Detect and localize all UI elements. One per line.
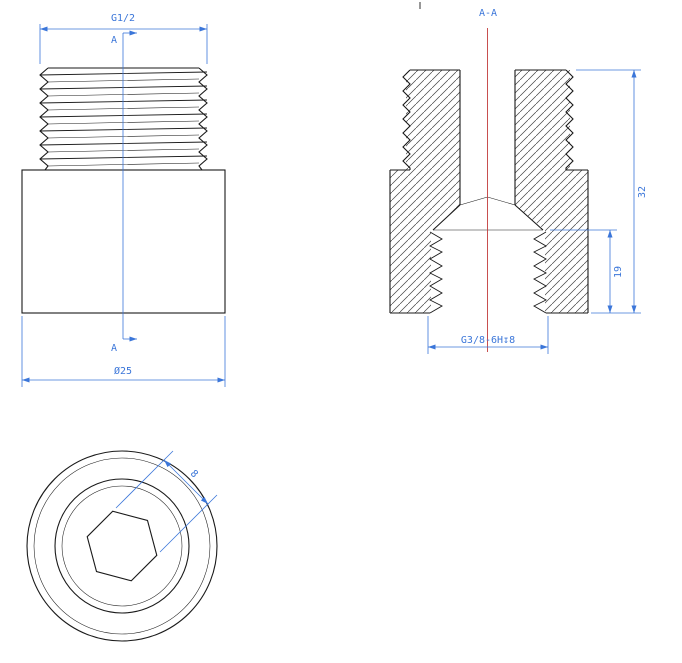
dim-diameter-25: Ø25 <box>21 316 226 387</box>
dim-body-height-19: 19 <box>550 229 624 313</box>
section-hatching <box>390 70 588 313</box>
thread-root-lines <box>47 78 200 167</box>
dim-thread-g12: G1/2 <box>39 13 208 64</box>
thread-crest-lines <box>39 71 208 160</box>
section-view-label: A-A <box>479 8 497 19</box>
dim-internal-thread-g38: G3/8-6H↧8 <box>427 316 549 354</box>
internal-thread-label: G3/8-6H↧8 <box>461 335 515 346</box>
dim-hex-socket-8: 8 <box>115 450 218 553</box>
section-cut-line: A A <box>111 30 137 354</box>
section-label-top: A <box>111 35 117 46</box>
body-height-label: 19 <box>613 266 624 278</box>
diameter-dim-label: Ø25 <box>114 365 132 377</box>
section-view: A-A 32 19 G3/8 <box>389 8 648 354</box>
outer-diameter-circle <box>26 450 218 642</box>
bore-chamfer-circle <box>61 485 183 607</box>
outer-chamfer-circle <box>33 457 211 635</box>
front-view: A A G1/2 Ø25 <box>21 13 226 387</box>
bottom-view: 8 <box>26 450 218 642</box>
dim-overall-height-32: 32 <box>576 69 648 314</box>
internal-thread-left <box>429 231 443 314</box>
thread-dim-label: G1/2 <box>111 13 135 24</box>
hex-socket <box>86 510 158 582</box>
overall-height-label: 32 <box>637 186 648 198</box>
internal-thread-right <box>533 231 547 314</box>
bore-circle <box>54 478 190 614</box>
section-label-bottom: A <box>111 343 117 354</box>
front-external-thread <box>39 67 208 171</box>
front-body-outline <box>21 169 226 314</box>
